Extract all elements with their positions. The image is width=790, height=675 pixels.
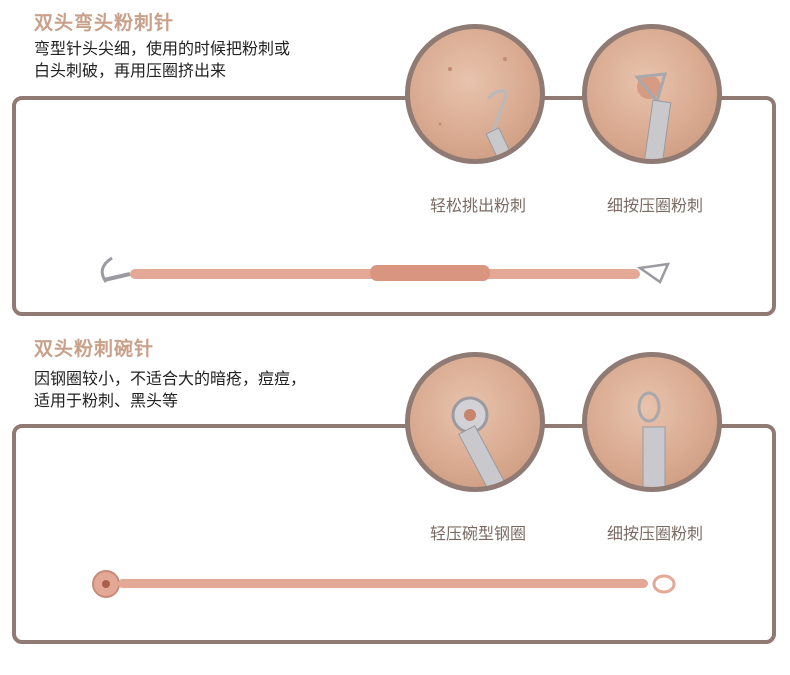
section-title: 双头弯头粉刺针 bbox=[34, 12, 175, 34]
section-bowl-needle: 双头粉刺碗针 因钢圈较小，不适合大的暗疮，痘痘， 适用于粉刺、黑头等 轻压碗型钢… bbox=[0, 330, 790, 675]
section-description: 因钢圈较小，不适合大的暗疮，痘痘， 适用于粉刺、黑头等 bbox=[34, 368, 306, 412]
description-line: 白头刺破，再用压圈挤出来 bbox=[34, 61, 227, 80]
caption: 细按压圈粉刺 bbox=[606, 196, 703, 215]
description-line: 适用于粉刺、黑头等 bbox=[34, 391, 179, 410]
section-curved-needle: 双头弯头粉刺针 弯型针头尖细，使用的时候把粉刺或 白头刺破，再用压圈挤出来 轻松… bbox=[0, 0, 790, 330]
description-line: 因钢圈较小，不适合大的暗疮，痘痘， bbox=[34, 369, 307, 388]
bowl-needle-tool-image bbox=[92, 570, 676, 598]
section-title: 双头粉刺碗针 bbox=[34, 338, 155, 360]
caption: 细按压圈粉刺 bbox=[606, 524, 703, 543]
curved-needle-tool-image bbox=[100, 256, 671, 284]
skin-closeup-loop-photo bbox=[582, 24, 722, 164]
skin-closeup-hook-photo bbox=[405, 24, 545, 164]
section-description: 弯型针头尖细，使用的时候把粉刺或 白头刺破，再用压圈挤出来 bbox=[34, 38, 290, 82]
description-line: 弯型针头尖细，使用的时候把粉刺或 bbox=[34, 39, 291, 58]
skin-closeup-loop-photo bbox=[582, 352, 722, 492]
caption: 轻压碗型钢圈 bbox=[429, 524, 526, 543]
caption: 轻松挑出粉刺 bbox=[429, 196, 526, 215]
skin-closeup-bowl-photo bbox=[405, 352, 545, 492]
